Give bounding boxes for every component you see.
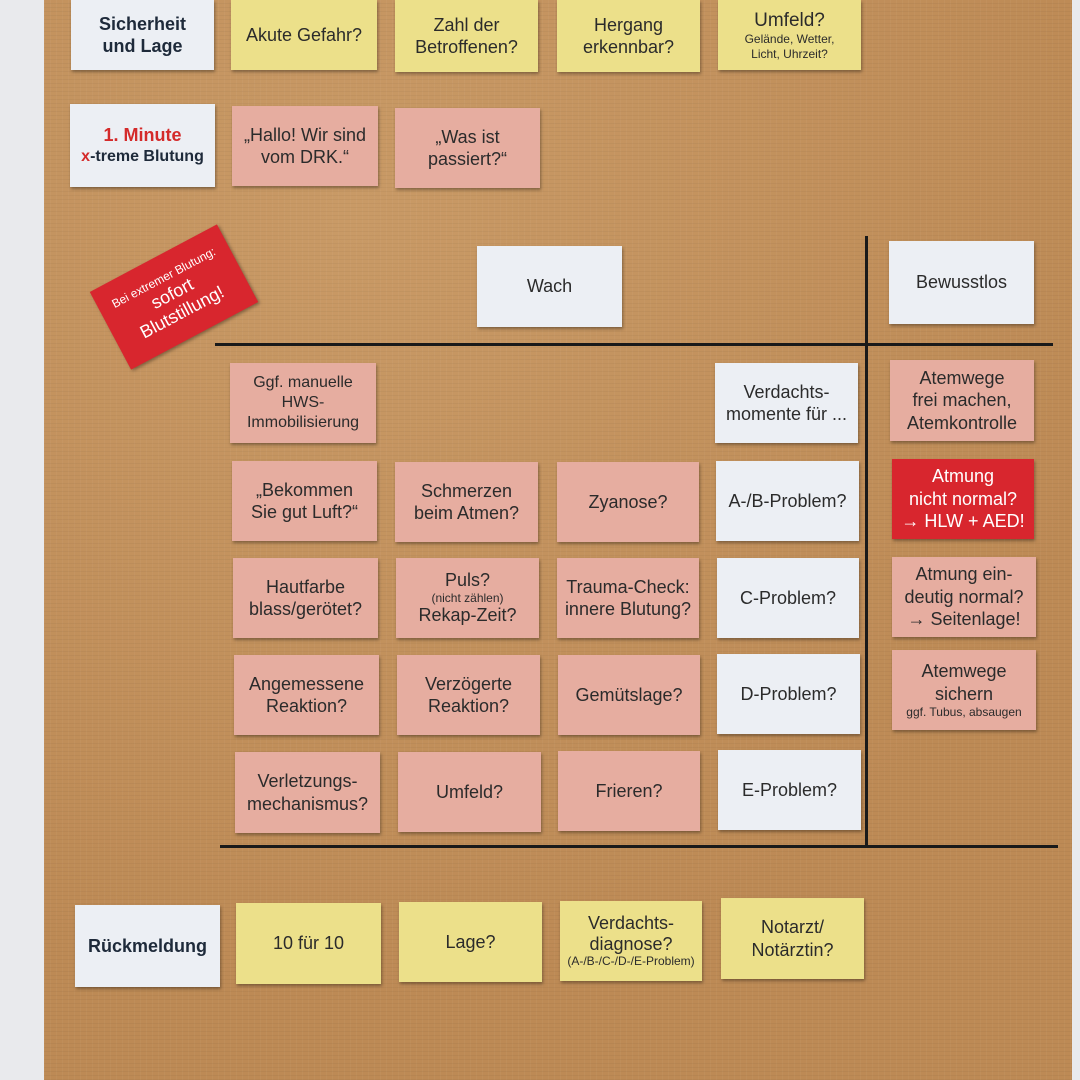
card-text: Atmung ein- deutig normal? → Seitenlage! (904, 564, 1024, 630)
card-verdachtsmomente: Verdachts- momente für ... (715, 363, 858, 443)
divider-bottom-horizontal (220, 845, 1058, 848)
card-verzoegerte-reaktion: Verzögerte Reaktion? (397, 655, 540, 735)
card-text: Akute Gefahr? (245, 24, 363, 45)
card-puls: Puls? (nicht zählen) Rekap-Zeit? (396, 558, 539, 638)
card-zyanose: Zyanose? (557, 462, 699, 542)
label-1-minute-title: 1. Minute (103, 125, 182, 146)
card-umfeld-top: Umfeld? Gelände, Wetter, Licht, Uhrzeit? (718, 0, 861, 70)
label-xtreme-blutung: x-treme Blutung (81, 147, 204, 167)
card-hergang-erkennbar: Hergang erkennbar? (557, 0, 700, 72)
card-text: Gemütslage? (575, 684, 683, 705)
card-text: Verletzungs- mechanismus? (246, 771, 369, 814)
card-text: Atemwege frei machen, Atemkontrolle (906, 367, 1018, 433)
card-text: E-Problem? (741, 779, 838, 800)
card-text: A-/B-Problem? (728, 490, 847, 511)
card-text: Trauma-Check: innere Blutung? (564, 576, 692, 620)
card-main-text: Umfeld? (754, 9, 825, 31)
card-main-text: Verdachts- diagnose? (587, 913, 675, 954)
card-text: 10 für 10 (272, 933, 345, 954)
card-text: Frieren? (595, 780, 663, 801)
card-text: Verzögerte Reaktion? (424, 673, 513, 717)
card-main-text: Puls? (444, 570, 491, 591)
card-ab-problem: A-/B-Problem? (716, 461, 859, 541)
label-text: Rückmeldung (87, 935, 207, 956)
card-end-text: Rekap-Zeit? (418, 605, 517, 626)
card-sub-text: ggf. Tubus, absaugen (906, 705, 1022, 720)
card-atmung-nicht-normal: Atmung nicht normal? → HLW + AED! (892, 459, 1034, 539)
label-x: x (81, 147, 91, 165)
card-schmerzen-beim-atmen: Schmerzen beim Atmen? (395, 462, 538, 542)
card-text: D-Problem? (740, 683, 837, 704)
card-text: Zyanose? (588, 491, 668, 512)
label-rueckmeldung: Rückmeldung (75, 905, 220, 987)
card-lage: Lage? (399, 902, 542, 982)
card-atmung-eindeutig-normal: Atmung ein- deutig normal? → Seitenlage! (892, 557, 1036, 637)
card-text: „Bekommen Sie gut Luft?“ (250, 479, 359, 523)
card-trauma-check: Trauma-Check: innere Blutung? (557, 558, 699, 638)
card-text: Wach (526, 276, 573, 297)
card-verdachtsdiagnose: Verdachts- diagnose? (A-/B-/C-/D-/E-Prob… (560, 901, 702, 981)
card-text: C-Problem? (739, 587, 837, 608)
card-akute-gefahr: Akute Gefahr? (231, 0, 377, 70)
card-wach: Wach (477, 246, 622, 327)
card-text: „Hallo! Wir sind vom DRK.“ (243, 124, 367, 168)
card-sub-text: (A-/B-/C-/D-/E-Problem) (567, 954, 695, 969)
label-sicherheit-und-lage: Sicherheit und Lage (71, 0, 214, 70)
card-verletzungsmechanismus: Verletzungs- mechanismus? (235, 752, 380, 833)
card-text: Notarzt/ Notärztin? (751, 917, 834, 960)
card-was-ist-passiert: „Was ist passiert?“ (395, 108, 540, 188)
card-text: Hergang erkennbar? (582, 14, 675, 58)
card-text: Schmerzen beim Atmen? (413, 480, 520, 524)
label-rest: -treme Blutung (90, 147, 204, 165)
card-text: Zahl der Betroffenen? (415, 14, 518, 58)
card-angemessene-reaktion: Angemessene Reaktion? (234, 655, 379, 735)
card-10-fuer-10: 10 für 10 (236, 903, 381, 984)
card-notarzt: Notarzt/ Notärztin? (721, 898, 864, 979)
card-bekommen-sie-gut-luft: „Bekommen Sie gut Luft?“ (232, 461, 377, 541)
card-sub-text: Gelände, Wetter, Licht, Uhrzeit? (744, 32, 835, 61)
label-1-minute: 1. Minute x-treme Blutung (70, 104, 215, 187)
label-line1: Sicherheit (98, 13, 187, 34)
card-text: „Was ist passiert?“ (427, 126, 508, 170)
card-text: Atmung nicht normal? → HLW + AED! (901, 466, 1025, 532)
card-d-problem: D-Problem? (717, 654, 860, 734)
label-line2: und Lage (102, 36, 183, 56)
card-atemwege-sichern: Atemwege sichern ggf. Tubus, absaugen (892, 650, 1036, 730)
card-text: Lage? (445, 931, 496, 952)
card-text: Verdachts- momente für ... (725, 381, 848, 425)
card-text: Bewusstlos (915, 272, 1008, 293)
card-zahl-der-betroffenen: Zahl der Betroffenen? (395, 0, 538, 72)
card-umfeld: Umfeld? (398, 752, 541, 832)
divider-top-horizontal (215, 343, 1053, 346)
card-atemwege-frei-machen: Atemwege frei machen, Atemkontrolle (890, 360, 1034, 441)
card-text: Hautfarbe blass/gerötet? (248, 576, 363, 620)
card-text: Umfeld? (435, 781, 504, 802)
card-sub-text: (nicht zählen) (431, 590, 504, 605)
card-text: Ggf. manuelle HWS- Immobilisierung (246, 374, 360, 431)
card-text: Angemessene Reaktion? (248, 673, 365, 717)
card-c-problem: C-Problem? (717, 558, 859, 638)
card-hallo-drk: „Hallo! Wir sind vom DRK.“ (232, 106, 378, 186)
card-hws-immobilisierung: Ggf. manuelle HWS- Immobilisierung (230, 363, 376, 443)
divider-vertical (865, 236, 868, 848)
card-frieren: Frieren? (558, 751, 700, 831)
card-main-text: Atemwege sichern (921, 661, 1007, 704)
card-bewusstlos: Bewusstlos (889, 241, 1034, 324)
card-e-problem: E-Problem? (718, 750, 861, 830)
card-gemuetslage: Gemütslage? (558, 655, 700, 735)
card-hautfarbe: Hautfarbe blass/gerötet? (233, 558, 378, 638)
